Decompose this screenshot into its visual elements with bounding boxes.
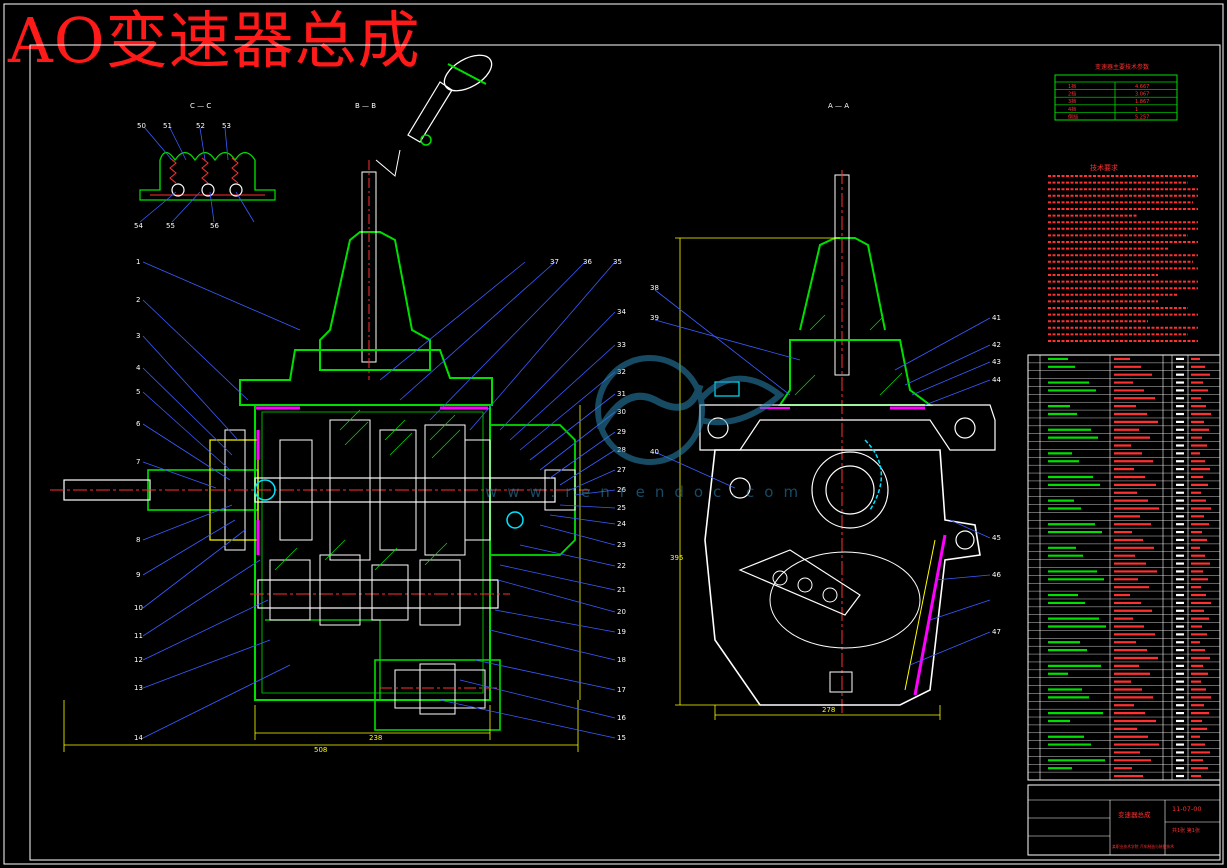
tech-row-value: 5.257 [1135, 114, 1149, 120]
leader-number: 18 [617, 656, 626, 664]
leader-number: 19 [617, 628, 626, 636]
side-width-dimension: 278 [822, 706, 835, 714]
tech-row-label: 3挡 [1068, 98, 1076, 105]
leader-number: 45 [992, 534, 1001, 542]
side-dimension-texts: 278 395 [670, 554, 835, 714]
tech-row-value: 1 [1135, 107, 1138, 113]
tech-row-value: 3.067 [1135, 92, 1149, 98]
detail-number: 53 [222, 122, 231, 130]
leader-number: 15 [617, 734, 626, 742]
main-view-dimensions [63, 405, 581, 752]
leader-number: 10 [134, 604, 143, 612]
parts-list-rows [1028, 357, 1220, 781]
leader-number: 12 [134, 656, 143, 664]
title-block-school: 某职业技术学院 汽车制造与装配技术 [1112, 844, 1174, 849]
drawing-title: AO变速器总成 [8, 4, 421, 77]
requirements-text-lines [1048, 175, 1198, 342]
title-block-sheet: 共1张 第1张 [1172, 827, 1200, 834]
tech-row-label: 4挡 [1068, 106, 1076, 113]
leader-number: 43 [992, 358, 1001, 366]
watermark: www.renrendoc.com [485, 355, 808, 501]
case-length-dimension: 238 [369, 734, 382, 742]
section-label-a: A — A [828, 102, 849, 110]
leader-number: 25 [617, 504, 626, 512]
tech-row-value: 4.667 [1135, 84, 1149, 90]
detent-detail-view [139, 151, 276, 201]
section-label-b: B — B [355, 102, 376, 110]
parts-list [1027, 354, 1221, 781]
side-view [699, 170, 996, 715]
leader-number: 8 [136, 536, 140, 544]
detail-number: 51 [163, 122, 172, 130]
leader-number: 11 [134, 632, 143, 640]
leader-number: 36 [583, 258, 592, 266]
watermark-text: www.renrendoc.com [485, 483, 808, 501]
detail-number: 55 [166, 222, 175, 230]
leader-number: 32 [617, 368, 626, 376]
section-label-c: C — C [190, 102, 211, 110]
leader-number: 14 [134, 734, 143, 742]
detail-leaders [139, 127, 255, 223]
main-section-view [50, 160, 590, 731]
detail-number: 54 [134, 222, 143, 230]
leader-number: 16 [617, 714, 626, 722]
leader-number: 6 [136, 420, 141, 428]
leader-number-labels: 1 2 3 4 5 6 7 8 9 10 11 12 13 14 15 16 1… [134, 258, 1001, 742]
leader-number: 23 [617, 541, 626, 549]
leader-number: 41 [992, 314, 1001, 322]
leader-number: 22 [617, 562, 626, 570]
leader-number: 33 [617, 341, 626, 349]
leader-number: 21 [617, 586, 626, 594]
leader-number: 37 [550, 258, 559, 266]
leader-number: 44 [992, 376, 1001, 384]
shift-lever-knob [375, 54, 493, 177]
leader-number: 3 [136, 332, 140, 340]
side-height-dimension: 395 [670, 554, 683, 562]
leader-number: 47 [992, 628, 1001, 636]
leader-number: 30 [617, 408, 626, 416]
leader-number: 9 [136, 571, 140, 579]
leader-number: 39 [650, 314, 659, 322]
leader-number: 5 [136, 388, 140, 396]
leader-number: 20 [617, 608, 626, 616]
leader-number: 27 [617, 466, 626, 474]
detail-number: 50 [137, 122, 146, 130]
side-view-dimensions [675, 237, 941, 720]
tech-row-value: 1.867 [1135, 99, 1149, 105]
tech-row-label: 倒挡 [1068, 113, 1078, 120]
leader-number: 7 [136, 458, 140, 466]
leader-number: 40 [650, 448, 659, 456]
overall-length-dimension: 508 [314, 746, 327, 754]
leader-number: 42 [992, 341, 1001, 349]
leader-number: 34 [617, 308, 626, 316]
leader-lines [142, 261, 991, 739]
tech-row-label: 1挡 [1068, 83, 1076, 90]
leader-number: 2 [136, 296, 140, 304]
title-block: 变速器总成 11-07-00 共1张 第1张 某职业技术学院 汽车制造与装配技术 [1027, 784, 1221, 856]
technical-requirements: 技术要求 [1048, 163, 1198, 342]
detail-number: 56 [210, 222, 219, 230]
leader-number: 1 [136, 258, 140, 266]
tech-parameter-table: 变速器主要技术参数 1挡 4.667 2挡 3.067 3挡 1.867 4挡 … [1054, 63, 1178, 121]
title-block-drawing-number: 11-07-00 [1172, 805, 1202, 813]
leader-number: 13 [134, 684, 143, 692]
leader-number: 26 [617, 486, 626, 494]
leader-number: 46 [992, 571, 1001, 579]
title-block-drawing-name: 变速器总成 [1118, 810, 1151, 819]
leader-number: 17 [617, 686, 626, 694]
leader-number: 4 [136, 364, 141, 372]
main-dimension-texts: 508 238 [314, 734, 382, 754]
leader-number: 38 [650, 284, 659, 292]
leader-number: 31 [617, 390, 626, 398]
section-labels: C — C B — B A — A [190, 102, 849, 110]
leader-number: 35 [613, 258, 622, 266]
detail-number-labels: 50 51 52 53 54 55 56 [134, 122, 231, 230]
tech-row-label: 2挡 [1068, 91, 1076, 98]
leader-number: 29 [617, 428, 626, 436]
tech-table-title: 变速器主要技术参数 [1095, 63, 1149, 71]
tech-requirements-title: 技术要求 [1090, 163, 1118, 172]
leader-number: 24 [617, 520, 626, 528]
detail-number: 52 [196, 122, 205, 130]
